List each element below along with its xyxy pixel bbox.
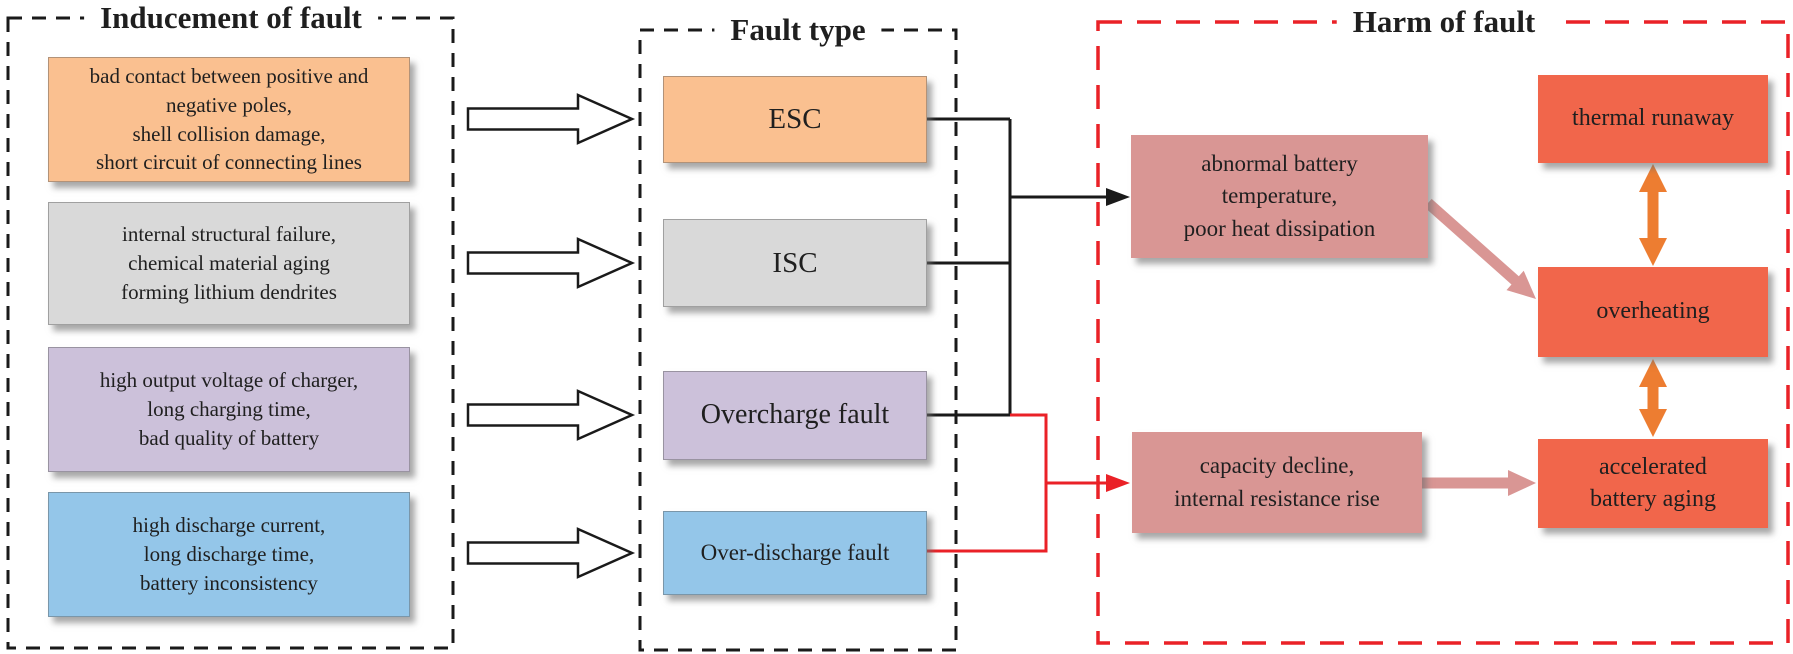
inducement-box-short-circuit-external: bad contact between positive and negativ… [48, 57, 410, 182]
harm-box-abnormal-temperature: abnormal battery temperature, poor heat … [1131, 135, 1428, 258]
harm-box-accelerated-aging: accelerated battery aging [1538, 439, 1768, 528]
orange-arrowhead-icon [1639, 164, 1667, 192]
red-arrowhead-icon [1106, 474, 1130, 492]
harm-panel-border [1096, 20, 1790, 645]
harm-panel-title: Harm of fault [1336, 4, 1552, 40]
orange-arrowhead-icon [1639, 359, 1667, 387]
fault-type-box-overdischarge: Over-discharge fault [663, 511, 927, 595]
block-arrow-icon [466, 389, 636, 441]
pink-arrowhead-icon [1508, 470, 1536, 496]
orange-arrowhead-icon [1639, 238, 1667, 266]
harm-box-capacity-decline: capacity decline, internal resistance ri… [1132, 432, 1422, 533]
block-arrow-icon [466, 93, 636, 145]
harm-box-thermal-runaway: thermal runaway [1538, 75, 1768, 163]
block-arrow-icon [466, 237, 636, 289]
fault-type-box-overcharge: Overcharge fault [663, 371, 927, 460]
inducement-box-overdischarge: high discharge current, long discharge t… [48, 492, 410, 617]
fault-to-capacity-connector [927, 413, 1112, 553]
temperature-to-overheating-arrow [1424, 198, 1521, 287]
pink-arrowhead-icon [1506, 270, 1536, 299]
orange-arrowhead-icon [1639, 409, 1667, 437]
fault-type-panel-title: Fault type [714, 12, 882, 48]
inducement-panel-title: Inducement of fault [84, 0, 378, 36]
inducement-box-internal-failure: internal structural failure, chemical ma… [48, 202, 410, 325]
block-arrow-icon [466, 527, 636, 579]
fault-type-box-esc: ESC [663, 76, 927, 163]
harm-box-overheating: overheating [1538, 267, 1768, 357]
fault-to-temperature-connector [927, 117, 1112, 417]
black-arrowhead-icon [1106, 188, 1130, 206]
fault-type-box-isc: ISC [663, 219, 927, 307]
inducement-box-overcharge: high output voltage of charger, long cha… [48, 347, 410, 472]
